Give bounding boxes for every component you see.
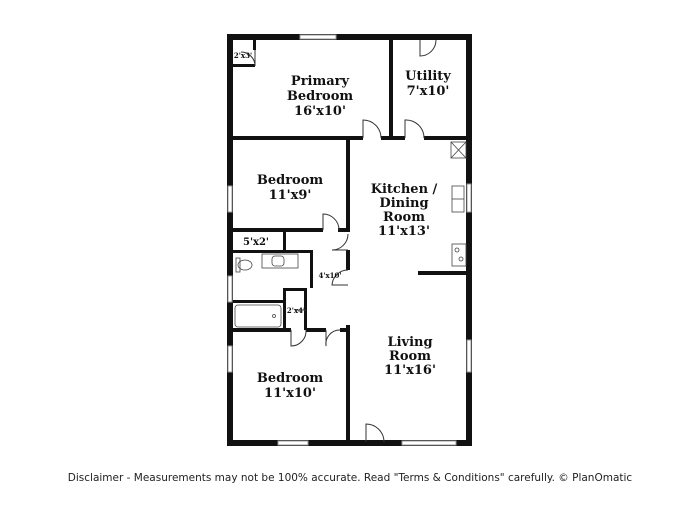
bedroom-bottom-label: Bedroom	[257, 371, 324, 386]
kitchen-label-1: Kitchen /	[371, 182, 438, 197]
room-labels: Primary Bedroom 16'x10' Utility 7'x10' B…	[234, 51, 451, 401]
bedroom-top-size: 11'x9'	[269, 188, 312, 203]
closet-corner-size: 2'x3'	[234, 51, 252, 60]
range-stove	[451, 243, 467, 267]
fixtures	[234, 141, 467, 328]
bedroom-bottom-size: 11'x10'	[264, 386, 316, 401]
kitchen-label-3: Room	[383, 210, 425, 225]
exterior-walls	[227, 34, 472, 446]
bathtub	[234, 304, 282, 328]
refrigerator	[450, 141, 467, 159]
doors	[240, 39, 437, 443]
living-room-label-2: Room	[389, 349, 431, 364]
interior-walls	[233, 40, 466, 442]
bedroom-top-label: Bedroom	[257, 173, 324, 188]
utility-size: 7'x10'	[407, 84, 450, 99]
bathroom-vanity	[261, 253, 299, 269]
bath-closet-size: 5'x2'	[243, 237, 269, 248]
living-room-size: 11'x16'	[384, 363, 436, 378]
living-room-label-1: Living	[387, 335, 432, 350]
disclaimer-text: Disclaimer - Measurements may not be 100…	[67, 472, 633, 484]
windows	[227, 34, 472, 446]
utility-label: Utility	[405, 69, 451, 84]
hall-size: 4'x10'	[318, 271, 341, 280]
closet-small-size: 2'x4'	[287, 306, 305, 315]
kitchen-label-2: Dining	[379, 196, 428, 211]
primary-bedroom-label-1: Primary	[291, 74, 350, 89]
toilet	[237, 259, 253, 271]
primary-bedroom-size: 16'x10'	[294, 104, 346, 119]
primary-bedroom-label-2: Bedroom	[287, 89, 354, 104]
kitchen-size: 11'x13'	[378, 224, 430, 239]
